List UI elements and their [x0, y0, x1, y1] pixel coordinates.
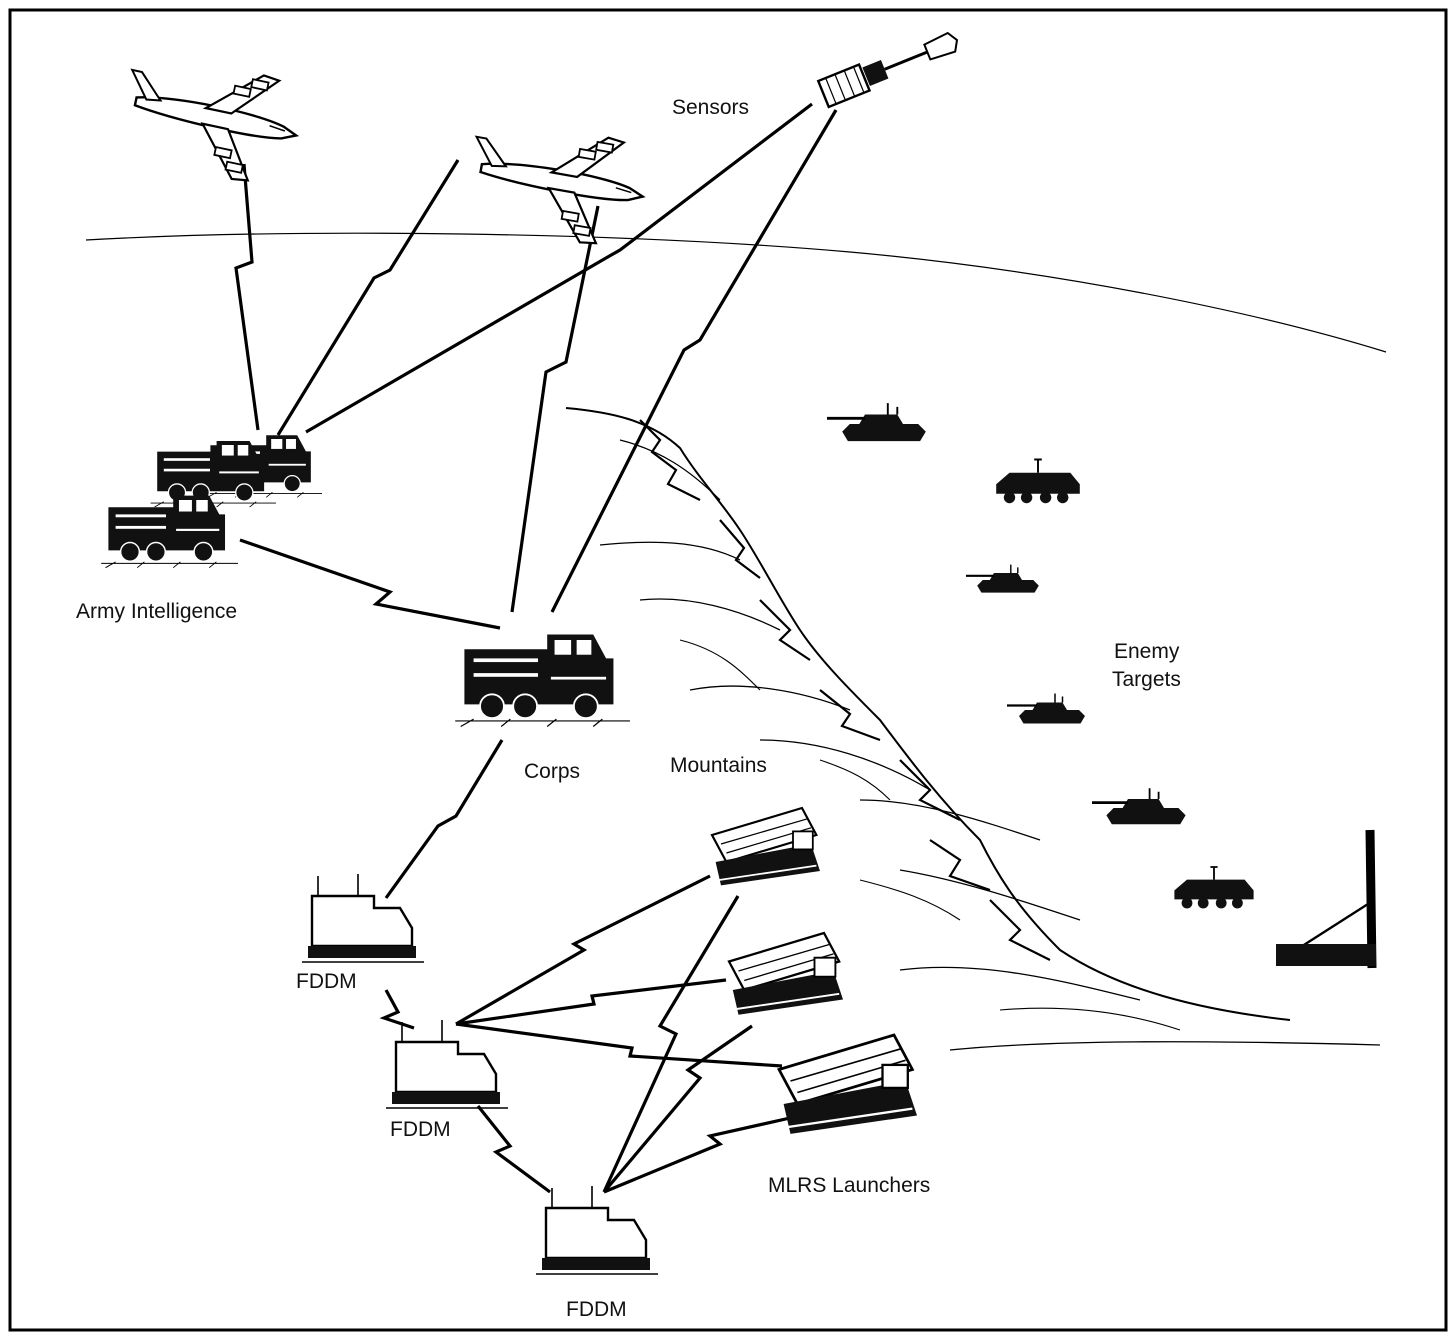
aircraft-icon	[113, 47, 309, 192]
aircraft-icon	[460, 113, 653, 253]
enemy-vehicle-icon	[1090, 786, 1187, 826]
enemy-targets-label-line1: Enemy	[1114, 640, 1180, 663]
mlrs-launcher-icon	[777, 1033, 919, 1138]
mlrs-launcher-icon	[727, 931, 845, 1018]
figure-frame	[8, 8, 1448, 1332]
horizon-line	[85, 232, 1387, 353]
mountains-label: Mountains	[670, 754, 767, 777]
army-intelligence-label: Army Intelligence	[76, 600, 237, 623]
enemy-targets-label-line2: Targets	[1112, 668, 1181, 691]
enemy-vehicle-icon	[995, 458, 1081, 505]
fddm-label: FDDM	[296, 970, 357, 993]
mlrs-launchers-label: MLRS Launchers	[768, 1174, 930, 1197]
fddm-vehicle-icon	[300, 872, 426, 964]
enemy-vehicle-icon	[1005, 692, 1087, 725]
communication-links	[234, 102, 838, 1194]
command-truck-icon	[454, 633, 631, 728]
enemy-vehicle-icon	[825, 401, 928, 443]
corps-label: Corps	[524, 760, 580, 783]
fddm-label: FDDM	[566, 1298, 627, 1321]
fddm-label: FDDM	[390, 1118, 451, 1141]
antenna-tower-icon	[1276, 829, 1377, 969]
satellite-icon	[816, 31, 959, 109]
mountain-ridge	[565, 407, 1381, 1051]
sensors-label: Sensors	[672, 96, 749, 119]
fddm-vehicle-icon	[384, 1018, 510, 1110]
enemy-vehicle-icon	[964, 563, 1040, 594]
mlrs-launcher-icon	[710, 806, 822, 889]
fddm-vehicle-icon	[534, 1184, 660, 1276]
enemy-vehicle-icon	[1173, 866, 1255, 910]
